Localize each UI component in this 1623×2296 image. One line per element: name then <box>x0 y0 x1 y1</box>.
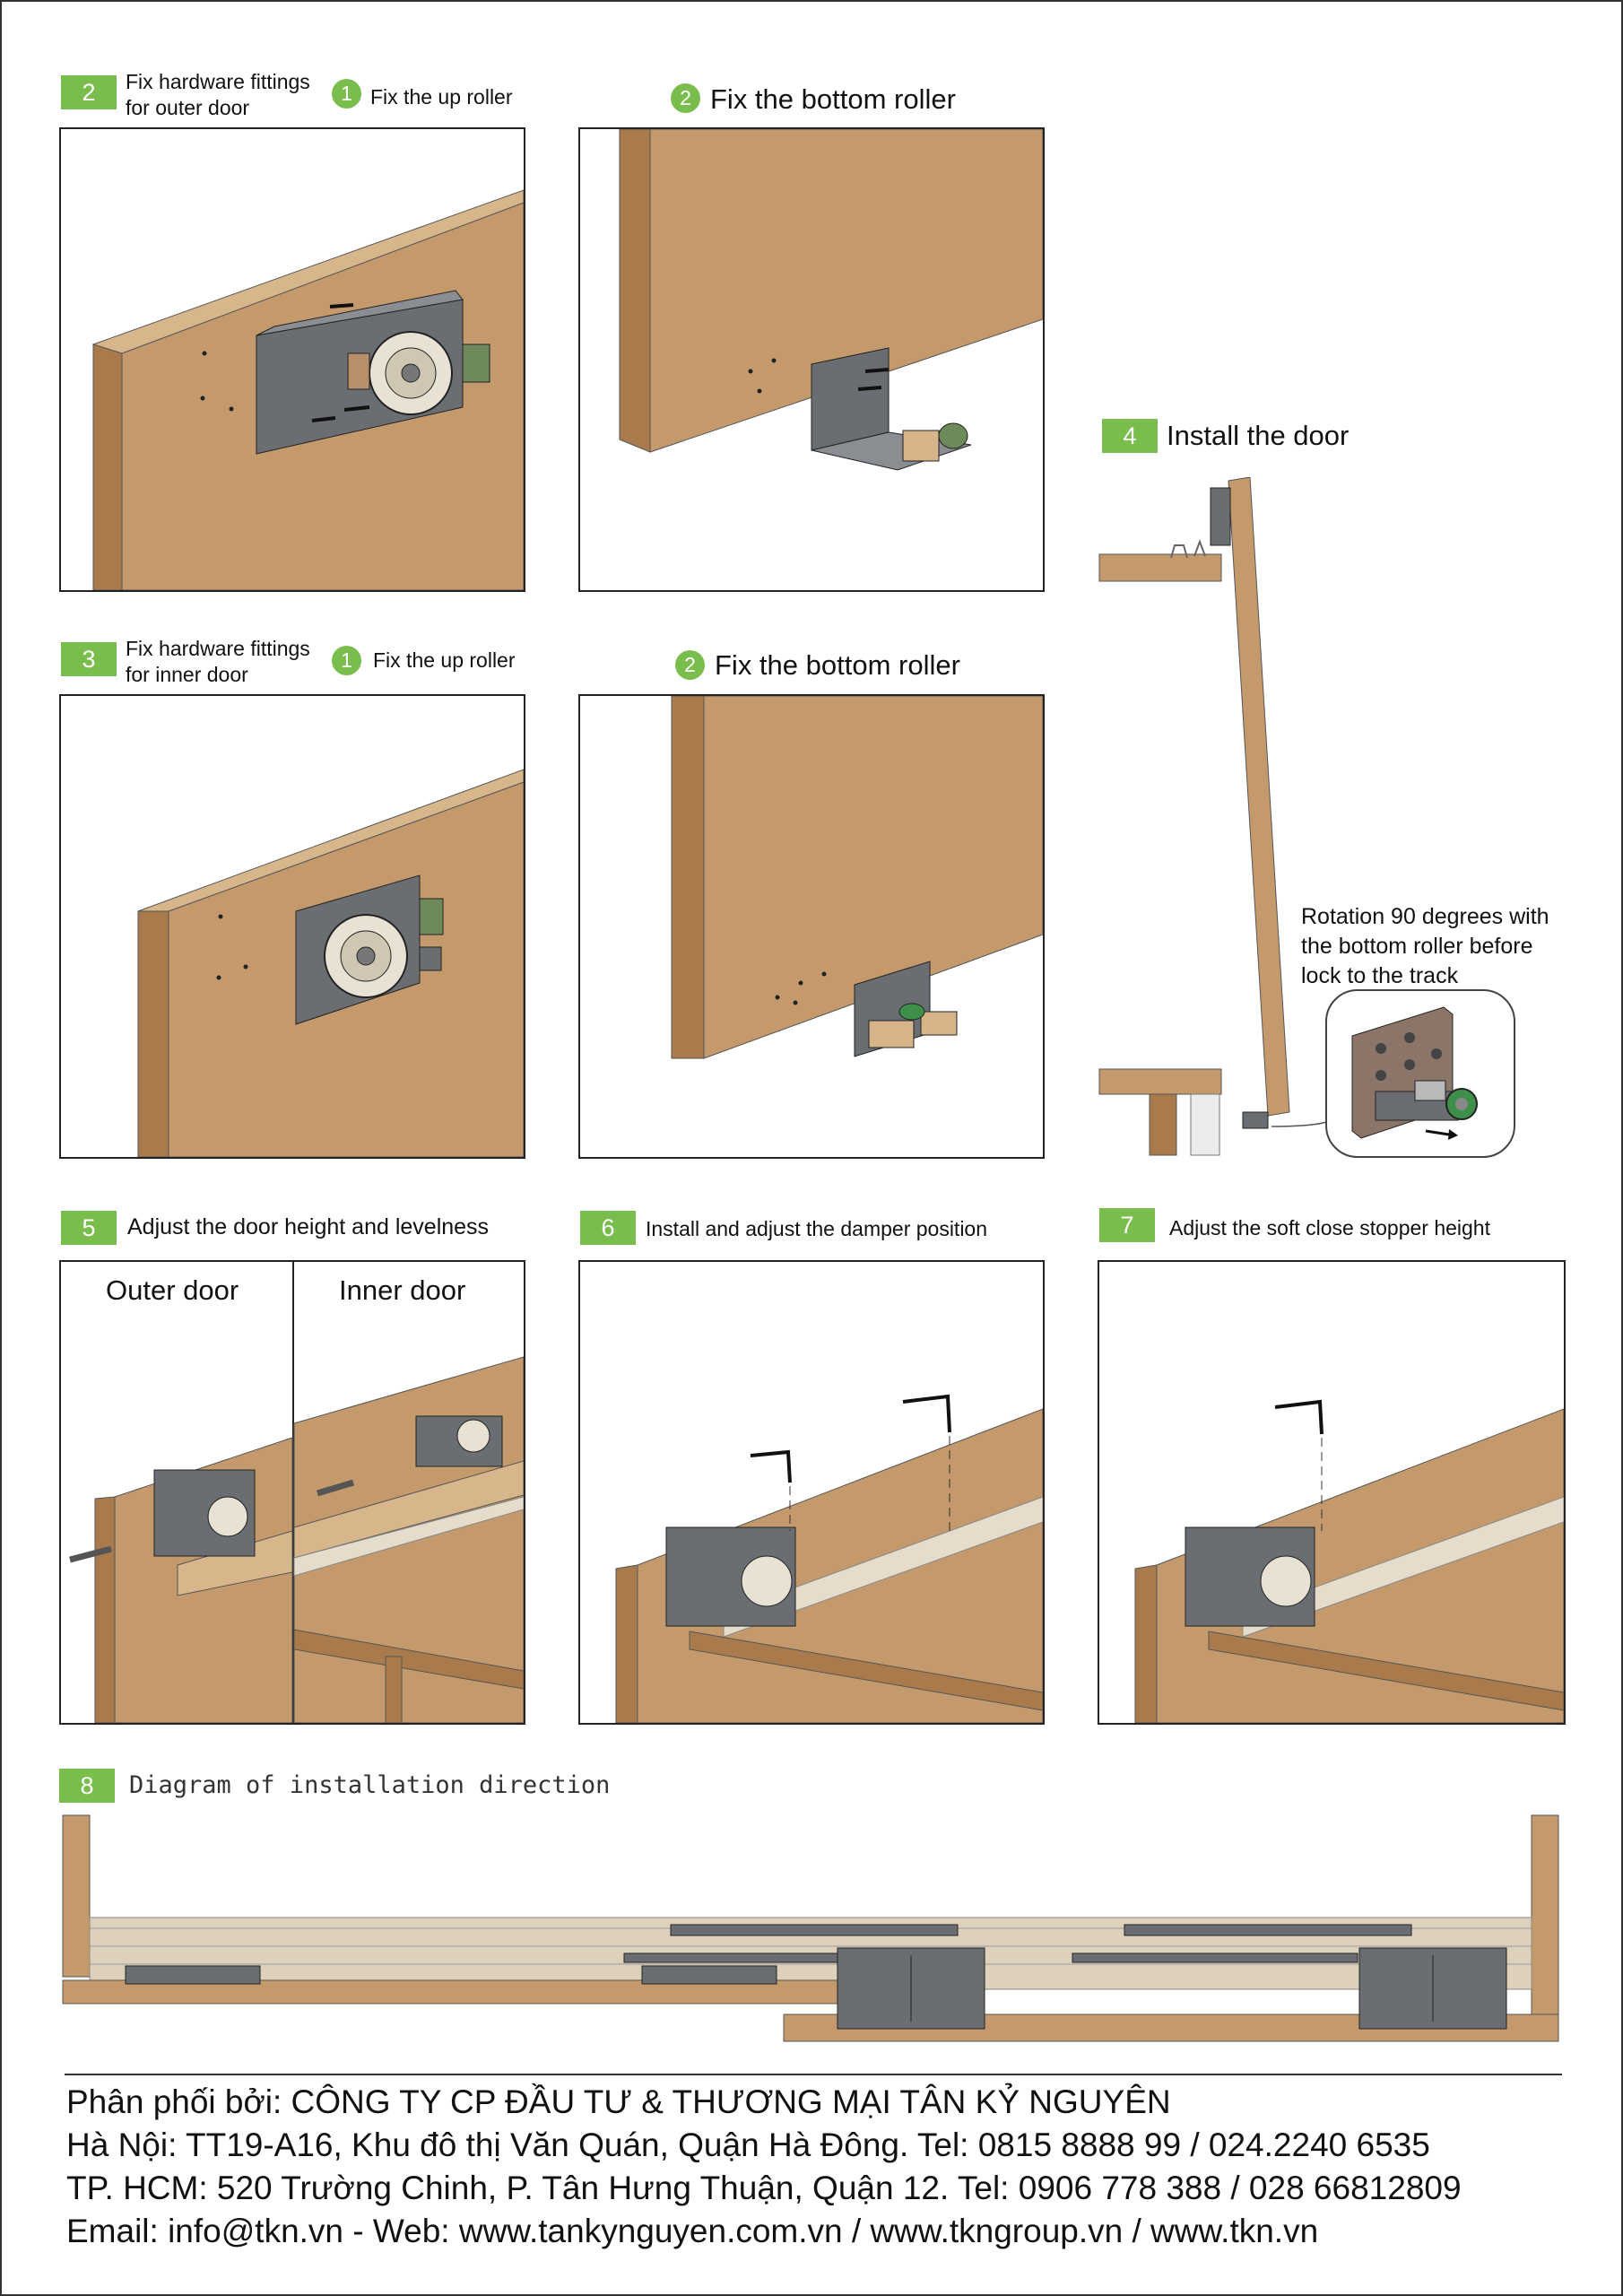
step-2-title: Fix hardware fittings for outer door <box>126 69 310 121</box>
step-5-panel: Outer door Inner door <box>59 1260 525 1725</box>
roller-fitting-icon <box>295 874 444 1025</box>
step-4-note-line3: lock to the track <box>1301 963 1459 988</box>
bottom-roller-icon <box>854 961 958 1057</box>
step-2-title-line1: Fix hardware fittings <box>126 70 310 93</box>
up-roller-illustration <box>137 769 524 1157</box>
step-3-up-roller-panel <box>59 694 525 1159</box>
step-2-sub1-label: Fix the up roller <box>370 85 513 109</box>
step-6-badge: 6 <box>580 1211 636 1245</box>
screw-icon <box>316 1479 355 1497</box>
step-4-title: Install the door <box>1167 420 1350 451</box>
allen-key-icon <box>750 1449 792 1483</box>
installation-direction-diagram <box>62 1814 1559 2042</box>
step-2-sub2-label: Fix the bottom roller <box>710 83 956 115</box>
step-6-title: Install and adjust the damper position <box>646 1217 988 1240</box>
track-rail-icon <box>1242 1496 1564 1638</box>
step-3-sub1-label: Fix the up roller <box>373 648 516 672</box>
panel-divider <box>292 1262 294 1723</box>
footer-hcm-address: TP. HCM: 520 Trường Chinh, P. Tân Hưng T… <box>66 2170 1462 2206</box>
rotation-detail-callout <box>1325 989 1515 1158</box>
top-cabinet-shelf <box>1098 553 1222 582</box>
step-2-title-line2: for outer door <box>126 96 250 119</box>
install-door-illustration <box>1098 477 1332 1156</box>
step-2-badge: 2 <box>61 75 117 109</box>
step-3-bottom-roller-panel <box>578 694 1045 1159</box>
step-4-note-line1: Rotation 90 degrees with <box>1301 904 1549 929</box>
step-2-bottom-roller-panel <box>578 127 1045 592</box>
footer-contact: Email: info@tkn.vn - Web: www.tankynguye… <box>66 2213 1319 2249</box>
screw-icon <box>857 368 890 391</box>
step-6-panel <box>578 1260 1045 1725</box>
step-4-note-line2: the bottom roller before <box>1301 934 1533 959</box>
step-3-sub2-badge: 2 <box>675 650 705 680</box>
bottom-roller-illustration <box>619 129 1043 471</box>
footer-hanoi-address: Hà Nội: TT19-A16, Khu đô thị Văn Quán, Q… <box>66 2126 1430 2163</box>
footer-distributor: Phân phối bởi: CÔNG TY CP ĐẦU TƯ & THƯƠN… <box>66 2083 1171 2120</box>
footer-rule <box>65 2074 1562 2075</box>
step-3-title-line2: for inner door <box>126 663 248 686</box>
allen-key-icon <box>1274 1399 1324 1435</box>
step-7-badge: 7 <box>1099 1208 1155 1242</box>
screw-icon <box>69 1545 112 1563</box>
track-rail-icon <box>1190 1093 1220 1156</box>
step-8-badge: 8 <box>59 1769 115 1803</box>
door-panel-icon <box>1228 477 1290 1117</box>
bottom-cabinet-shelf <box>1098 1068 1222 1095</box>
step-3-sub1-badge: 1 <box>332 646 361 675</box>
step-5-badge: 5 <box>61 1211 117 1245</box>
allen-key-icon <box>902 1394 951 1433</box>
roller-fitting-icon <box>837 1947 1507 2030</box>
step-5-title: Adjust the door height and levelness <box>127 1214 490 1239</box>
bottom-roller-icon <box>811 347 972 471</box>
screw-icon <box>311 303 370 422</box>
step-3-title: Fix hardware fittings for inner door <box>126 636 310 688</box>
step-4-badge: 4 <box>1102 419 1158 453</box>
step-3-badge: 3 <box>61 642 117 676</box>
step-7-panel <box>1098 1260 1566 1725</box>
step-4-note: Rotation 90 degrees with the bottom roll… <box>1301 902 1549 991</box>
up-roller-illustration <box>91 189 524 590</box>
inner-door-label: Inner door <box>339 1274 466 1306</box>
outer-door-label: Outer door <box>106 1274 239 1306</box>
roller-fitting-icon <box>256 290 490 455</box>
bottom-roller-illustration <box>671 696 1043 1059</box>
height-adjust-illustration <box>69 1356 524 1723</box>
step-2-sub1-badge: 1 <box>332 79 361 109</box>
step-3-title-line1: Fix hardware fittings <box>126 637 310 660</box>
track-rail-icon <box>723 1496 1043 1638</box>
bottom-roller-icon <box>1351 1006 1478 1140</box>
damper-illustration <box>615 1394 1043 1723</box>
stopper-illustration <box>1134 1399 1564 1723</box>
step-8-title: Diagram of installation direction <box>129 1771 611 1799</box>
step-7-title: Adjust the soft close stopper height <box>1169 1216 1490 1239</box>
step-2-up-roller-panel <box>59 127 525 592</box>
step-3-sub2-label: Fix the bottom roller <box>715 649 960 681</box>
step-2-sub2-badge: 2 <box>671 83 700 113</box>
